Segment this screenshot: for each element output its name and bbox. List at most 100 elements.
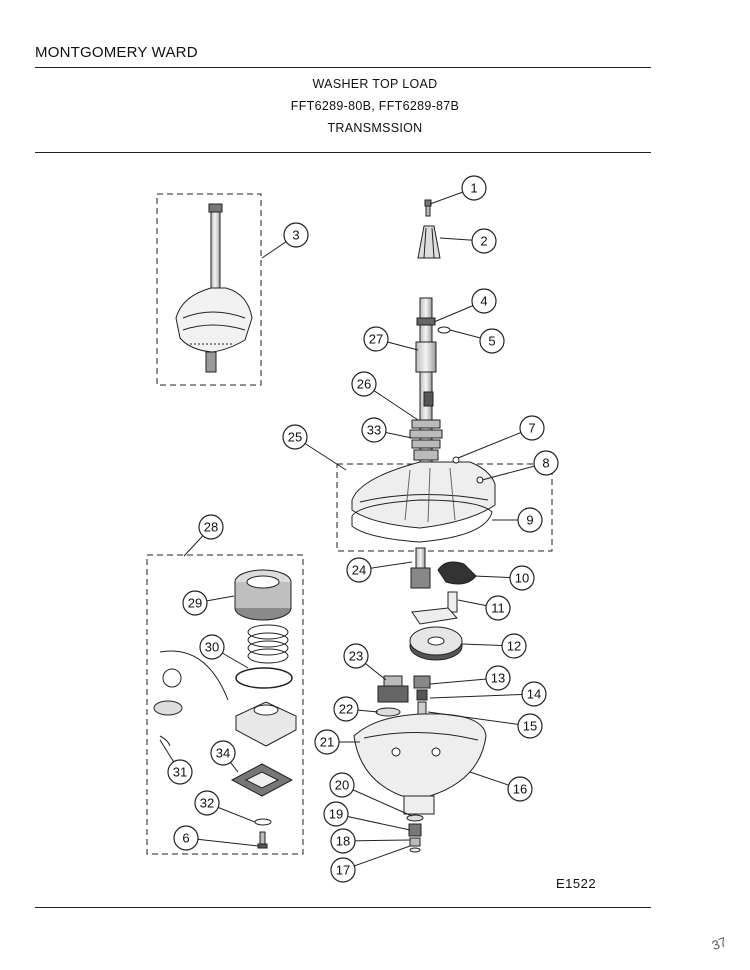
callout-circle-6 <box>173 825 199 851</box>
diagram-code: E1522 <box>556 876 597 891</box>
part-shaft-clip <box>437 326 451 334</box>
callout-circle-9 <box>517 507 543 533</box>
part-o-ring <box>235 667 293 689</box>
callout-circle-16 <box>507 776 533 802</box>
callout-circle-3 <box>283 222 309 248</box>
callout-27: 27 <box>363 326 419 352</box>
callout-number-3: 3 <box>292 228 299 243</box>
callout-leader-19 <box>335 813 411 831</box>
callout-number-13: 13 <box>491 671 505 686</box>
callout-number-8: 8 <box>542 456 549 471</box>
part-small-gear-stack <box>413 675 431 719</box>
part-crank-arm <box>411 591 458 625</box>
callout-17: 17 <box>330 845 411 883</box>
callout-circle-22 <box>333 696 359 722</box>
callout-circle-26 <box>351 371 377 397</box>
callout-number-33: 33 <box>367 423 381 438</box>
callout-number-10: 10 <box>515 571 529 586</box>
callout-number-21: 21 <box>320 735 334 750</box>
callout-7: 7 <box>457 415 545 459</box>
callout-number-11: 11 <box>491 601 505 616</box>
callout-16: 16 <box>469 771 533 802</box>
callout-circle-17 <box>330 857 356 883</box>
callout-number-22: 22 <box>339 702 353 717</box>
callout-number-26: 26 <box>357 377 371 392</box>
callout-circle-8 <box>533 450 559 476</box>
callout-19: 19 <box>323 801 411 831</box>
title-line-3: TRANSMSSION <box>327 121 423 135</box>
callout-number-25: 25 <box>288 430 302 445</box>
callout-20: 20 <box>329 772 413 817</box>
callout-circle-1 <box>461 175 487 201</box>
callout-number-6: 6 <box>182 831 189 846</box>
callout-11: 11 <box>457 595 511 621</box>
callout-26: 26 <box>351 371 419 421</box>
callout-circle-19 <box>323 801 349 827</box>
title-line-1: WASHER TOP LOAD <box>312 77 438 91</box>
part-washer-22 <box>375 707 401 717</box>
callout-32: 32 <box>194 790 256 823</box>
callout-circle-5 <box>479 328 505 354</box>
callout-number-9: 9 <box>526 513 533 528</box>
part-transmission-assembly <box>175 203 253 373</box>
callout-31: 31 <box>159 739 193 785</box>
callout-number-23: 23 <box>349 649 363 664</box>
part-cover-gasket <box>351 499 493 543</box>
callout-circle-24 <box>346 557 372 583</box>
part-seal-block <box>234 701 298 747</box>
callout-24: 24 <box>346 557 413 583</box>
part-retaining-ring-detail <box>153 650 229 747</box>
callout-circle-30 <box>199 634 225 660</box>
callout-number-24: 24 <box>352 563 366 578</box>
callout-circle-14 <box>521 681 547 707</box>
part-transmission-cover <box>351 456 496 529</box>
callout-number-29: 29 <box>188 596 202 611</box>
callout-leader-20 <box>341 784 413 817</box>
callout-circle-2 <box>471 228 497 254</box>
callout-34: 34 <box>210 740 239 773</box>
header-rule-top <box>35 67 651 68</box>
callout-21: 21 <box>314 729 360 755</box>
callout-10: 10 <box>473 565 535 591</box>
callout-number-2: 2 <box>480 234 487 249</box>
callout-number-15: 15 <box>523 719 537 734</box>
callout-circle-33 <box>361 417 387 443</box>
callout-number-4: 4 <box>480 294 487 309</box>
callout-15: 15 <box>427 711 543 739</box>
group-box-seal-kit <box>146 554 304 855</box>
callout-circle-25 <box>282 424 308 450</box>
title-line-2: FFT6289-80B, FFT6289-87B <box>290 99 460 113</box>
part-main-gear <box>409 626 463 661</box>
callout-circle-4 <box>471 288 497 314</box>
callout-number-5: 5 <box>488 334 495 349</box>
callout-3: 3 <box>261 222 309 259</box>
callout-circle-27 <box>363 326 389 352</box>
callout-number-17: 17 <box>336 863 350 878</box>
callout-circle-32 <box>194 790 220 816</box>
callout-9: 9 <box>492 507 543 533</box>
callout-circle-31 <box>167 759 193 785</box>
callout-number-14: 14 <box>527 687 541 702</box>
callout-number-28: 28 <box>204 520 218 535</box>
part-screw-6 <box>257 831 268 849</box>
part-callouts: 1234567891011121314151617181920212223242… <box>159 175 559 883</box>
callout-12: 12 <box>461 633 527 659</box>
callout-14: 14 <box>429 681 547 707</box>
callout-18: 18 <box>330 828 411 854</box>
part-gear-case <box>353 713 487 815</box>
callout-22: 22 <box>333 696 379 722</box>
callout-circle-23 <box>343 643 369 669</box>
group-box-cover-gasket <box>336 463 553 552</box>
callout-circle-11 <box>485 595 511 621</box>
part-spring-seal <box>247 624 289 664</box>
callout-circle-7 <box>519 415 545 441</box>
callout-leader-14 <box>429 693 535 699</box>
callout-circle-28 <box>198 514 224 540</box>
part-pinion-gear <box>410 547 431 589</box>
callout-leader-7 <box>457 427 533 459</box>
callout-number-1: 1 <box>470 181 477 196</box>
callout-number-18: 18 <box>336 834 350 849</box>
part-agitator-cap <box>417 225 441 259</box>
